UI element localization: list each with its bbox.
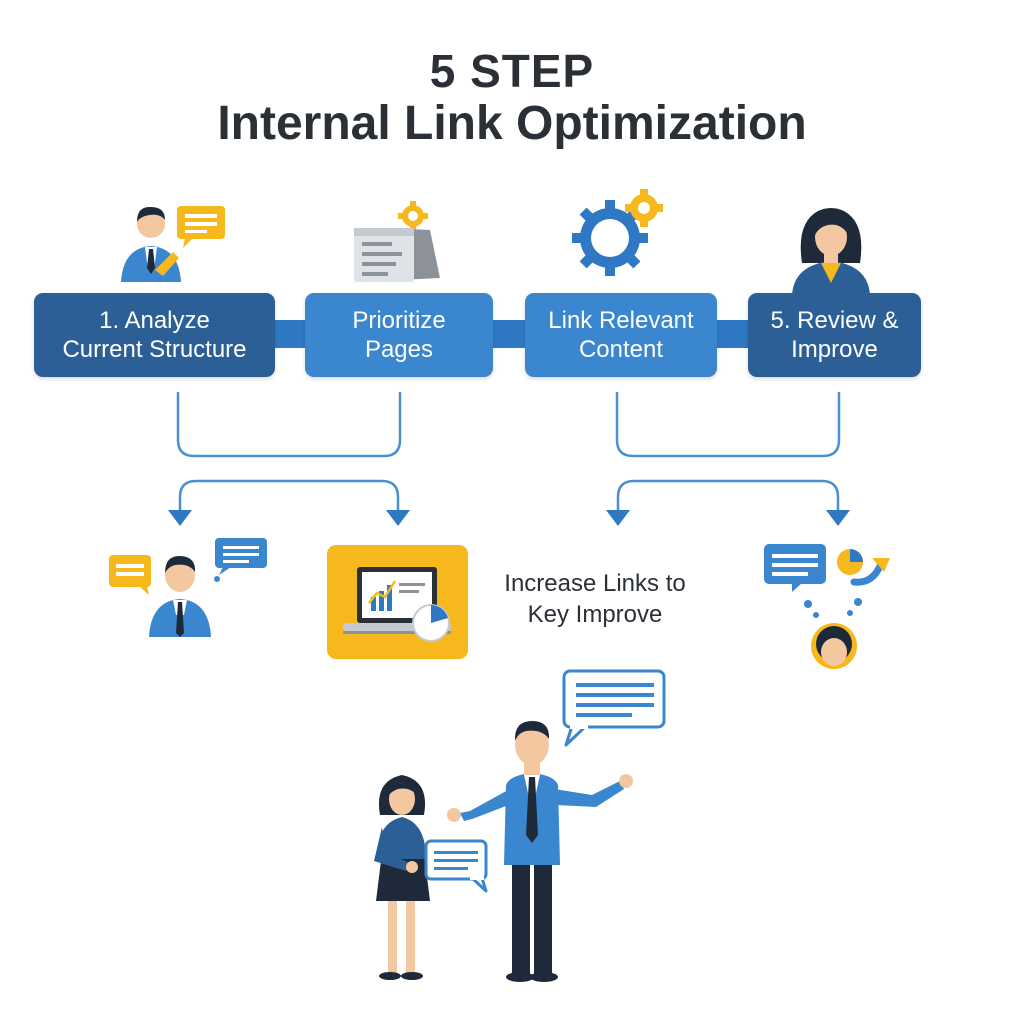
arrow-down-4	[826, 510, 850, 526]
document-gear-icon	[354, 201, 440, 282]
outcome-line-2: Key Improve	[527, 601, 663, 628]
step-review-improve: 5. Review &Improve	[748, 293, 921, 377]
step-2-line-1: Prioritize	[352, 307, 446, 334]
step-1-line-2: Current Structure	[62, 336, 247, 363]
arrow-down-1	[168, 510, 192, 526]
man-presenter-figure	[447, 721, 633, 982]
presenters-illustration	[374, 669, 666, 982]
outcome-label: Increase Links to Key Improve	[470, 568, 720, 630]
feedback-cycle-icon	[764, 544, 890, 669]
connector-1-2	[270, 320, 310, 348]
woman-avatar-icon	[792, 208, 870, 295]
gears-icon	[572, 189, 663, 276]
split-left	[178, 479, 400, 514]
bracket-left	[176, 391, 402, 458]
arrow-down-3	[606, 510, 630, 526]
step-4-line-2: Improve	[791, 336, 878, 363]
consultant-chat-icon	[121, 206, 225, 282]
step-1-line-1: 1. Analyze	[99, 307, 210, 334]
step-3-line-1: Link Relevant	[548, 307, 694, 334]
meeting-chat-icon	[109, 538, 267, 637]
step-3-line-2: Content	[578, 336, 664, 363]
step-4-line-1: 5. Review &	[770, 307, 899, 334]
outcome-line-1: Increase Links to	[504, 570, 686, 597]
speech-bubble-icon	[424, 839, 488, 893]
connector-3-4	[712, 320, 752, 348]
arrow-down-2	[386, 510, 410, 526]
split-right	[616, 479, 840, 514]
title-line-2: Internal Link Optimization	[217, 97, 807, 150]
laptop-analytics-icon	[327, 545, 468, 659]
title-line-1: 5 STEP	[429, 45, 595, 97]
connector-2-3	[488, 320, 530, 348]
step-2-line-2: Pages	[364, 336, 434, 363]
speech-bubble-icon	[562, 669, 666, 747]
woman-presenter-figure	[374, 775, 430, 980]
bracket-right	[615, 391, 841, 458]
